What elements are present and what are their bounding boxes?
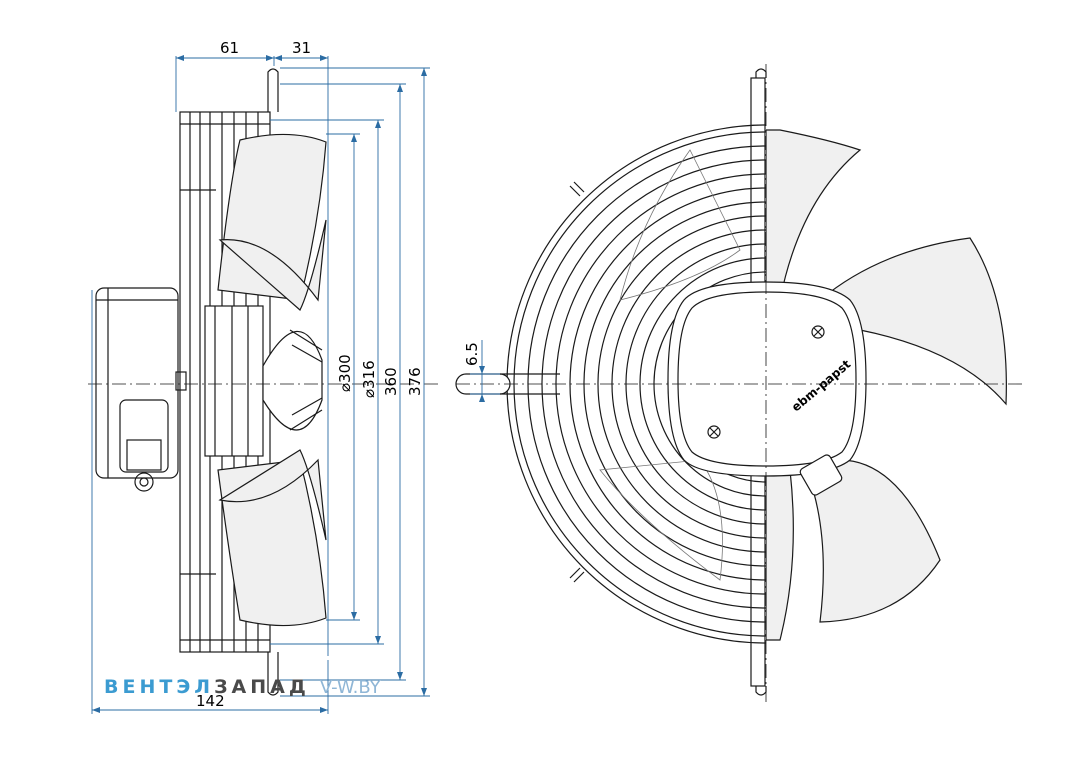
dim-31: 31 [292,39,311,57]
blade-front-4 [766,469,794,641]
dim-61: 61 [220,39,239,57]
dim-376: 376 [406,367,424,396]
guard-tab-bottom [569,567,585,583]
blade-front-3 [809,459,941,623]
blade-front-1 [766,129,862,301]
blade-side-upper-2 [218,219,327,311]
watermark-part2: ЗАПАД [214,676,310,698]
blade-side-lower-2 [218,449,327,541]
dim-6-5: 6.5 [463,342,481,366]
watermark-part3: V-W.BY [319,677,381,698]
mount-lug-bottom [267,652,279,696]
lug-front-bottom [755,686,767,696]
rotor-hub-side [204,305,264,457]
guard-tab-top [569,181,585,197]
dim-360: 360 [382,367,400,396]
dim-300: ⌀300 [336,354,354,392]
cable-gland-front [799,454,843,496]
watermark: ВЕНТЭЛЗАПАД V-W.BY [104,676,381,698]
blade-front-2 [819,237,1007,406]
rotor-fins-side [262,330,323,431]
lug-front-top [755,68,767,78]
screw-bottom-left [707,425,721,439]
blades-front [766,129,1007,641]
watermark-part1: ВЕНТЭЛ [104,676,215,698]
dim-142: 142 [196,692,225,710]
side-view [95,68,327,696]
dimension-arrows [92,55,485,713]
mount-lug-top [267,68,279,112]
front-view [455,68,1007,696]
dim-316: ⌀316 [360,360,378,398]
screw-top-right [811,325,825,339]
dimension-lines [91,56,500,714]
